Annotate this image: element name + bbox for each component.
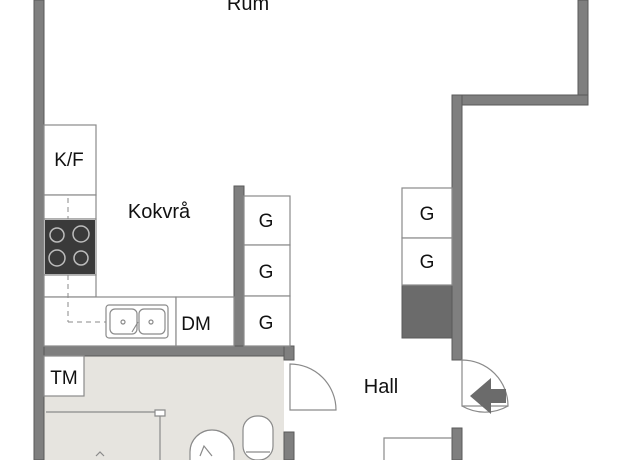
wall-left: [33, 0, 45, 460]
counter-edge-dashes: [67, 198, 112, 323]
wardrobe-3: [243, 295, 291, 347]
fixture-label-g3: G: [259, 313, 274, 334]
fridge-cabinet: [43, 124, 97, 196]
wall-rum-bottom: [451, 94, 589, 106]
fixture-label-kf: K/F: [54, 150, 84, 171]
fixture-label-g4: G: [420, 204, 435, 225]
fixture-label-g2: G: [259, 262, 274, 283]
wall-bath-top: [43, 345, 289, 357]
doors: [289, 359, 509, 460]
entrance-arrow-icon: [470, 378, 506, 414]
bottom-cabinet: [383, 437, 452, 460]
bathroom-fixtures: [46, 409, 166, 460]
bath-door-swing: [289, 363, 337, 411]
built-in-block: [401, 284, 453, 339]
fixture-label-tm: TM: [50, 368, 77, 389]
wall-bath-right-lower: [283, 431, 295, 460]
stove-icon: [45, 220, 95, 274]
room-label-kokvra: Kokvrå: [128, 201, 191, 223]
walls: [33, 0, 589, 460]
toilet-icon: [242, 415, 274, 460]
wall-kokvra-partition: [233, 185, 245, 350]
fixture-label-g5: G: [420, 252, 435, 273]
fixture-label-g1: G: [259, 211, 274, 232]
wall-bath-right: [283, 345, 295, 361]
wardrobe-4: [401, 187, 453, 239]
room-label-hall: Hall: [364, 376, 398, 398]
wardrobe-1: [243, 195, 291, 246]
counter-lower: [43, 274, 97, 298]
room-label-rum: Rum: [227, 0, 269, 15]
counter-upper: [43, 194, 97, 220]
wardrobes: [243, 187, 453, 347]
wall-hall-right-upper: [451, 94, 463, 361]
wall-hall-right-lower: [451, 427, 463, 460]
wardrobe-2: [243, 244, 291, 297]
fixture-label-dm: DM: [181, 314, 211, 335]
sink-icon: [105, 304, 169, 339]
dishwasher-cabinet: [175, 296, 235, 347]
wardrobe-5: [401, 237, 453, 286]
wall-rum-right: [577, 0, 589, 106]
washer-cabinet: [43, 355, 85, 397]
washbasin-icon: [189, 429, 235, 460]
